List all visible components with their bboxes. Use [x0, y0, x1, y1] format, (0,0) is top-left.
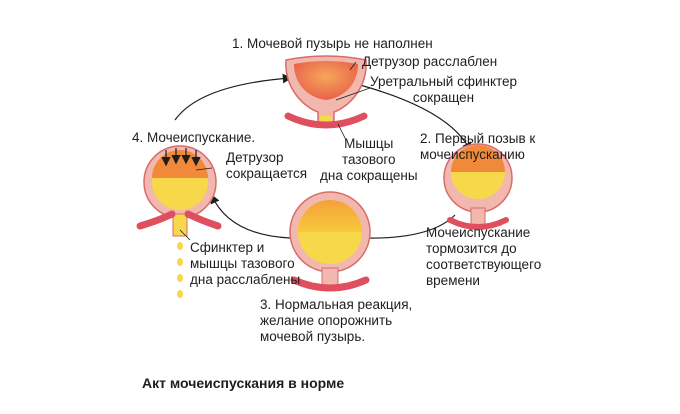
stage3-title: 3. Нормальная реакция, желание опорожнит… — [260, 297, 413, 344]
stage4-title: 4. Мочеиспускание. — [132, 130, 256, 145]
pointer-sphincter-1 — [335, 87, 371, 101]
pelvic-muscle-2 — [447, 217, 509, 230]
stage1-detrusor-label: Детрузор расслаблен — [362, 54, 498, 69]
stage4-detrusor-label: Детрузор сокращается — [226, 150, 308, 181]
stage2-title: 2. Первый позыв к мочеиспусканию — [420, 131, 536, 162]
stage2-note: Мочеиспускание тормозится до соответству… — [426, 225, 542, 288]
detrusor-contraction-arrows-icon — [161, 148, 201, 167]
cycle-arrow-1-to-2 — [359, 84, 472, 153]
stage1-pelvic-label: Мышцы тазового дна сокращены — [320, 136, 418, 183]
stage1-title: 1. Мочевой пузырь не наполнен — [232, 36, 433, 51]
pointer-detrusor-4 — [195, 167, 213, 171]
figure-caption: Акт мочеиспускания в норме — [142, 375, 345, 391]
bladder-empty — [285, 55, 367, 124]
bladder-first-urge — [443, 143, 513, 227]
bladder-full — [289, 191, 371, 287]
cycle-arrow-4-to-1 — [174, 73, 293, 121]
pointer-detrusor-1 — [349, 61, 357, 71]
pelvic-muscle-4-left — [136, 210, 176, 230]
stage1-sphincter-label: Уретральный сфинктер сокращен — [370, 74, 518, 105]
pelvic-muscle-1 — [284, 112, 368, 129]
stage4-sphincter-label: Сфинктер и мышцы тазового дна расслаблен… — [190, 240, 301, 287]
pointer-sphincter-4 — [179, 229, 191, 241]
pelvic-muscle-4-right — [184, 210, 222, 230]
pelvic-muscle-3 — [290, 276, 370, 292]
pointer-pelvic-1 — [337, 123, 347, 141]
urine-drops-icon — [177, 242, 183, 298]
cycle-arrow-3-to-4 — [210, 193, 291, 239]
